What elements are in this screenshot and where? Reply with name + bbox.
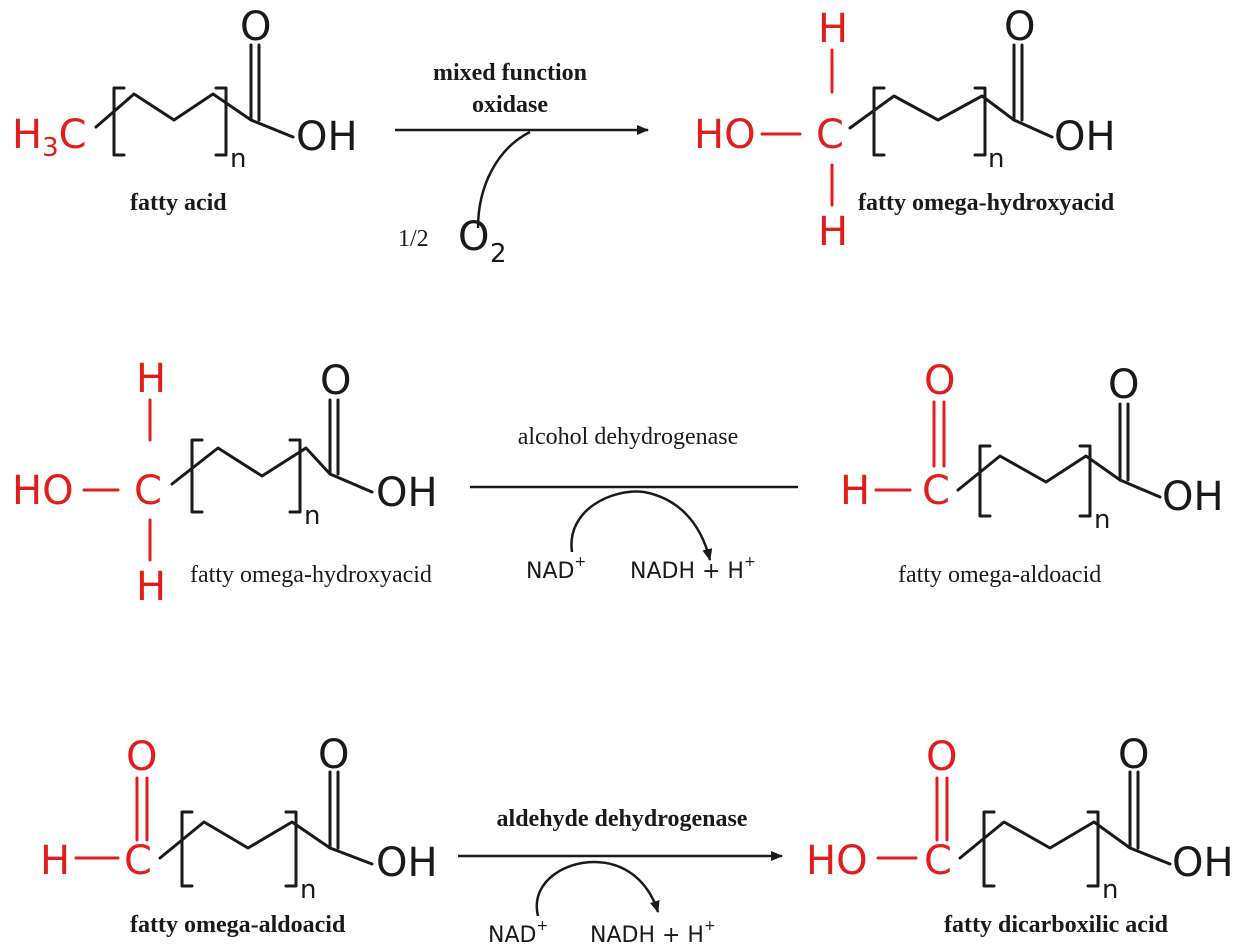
repeat-count: n <box>300 875 316 905</box>
hydroxyl-bond <box>1128 846 1172 866</box>
omega-carbonyl-oxygen: O <box>926 734 957 780</box>
hydroxyl-group: OH <box>1172 840 1234 886</box>
hydroxyl-group: OH <box>376 840 438 886</box>
omega-hydroxyl-group: HO <box>806 838 868 884</box>
enzyme-label: alcohol dehydrogenase <box>518 424 739 450</box>
reaction-2: H HO C H n O OH fatty omega-hydroxyacid … <box>12 356 1224 610</box>
hydroxyl-group: OH <box>296 114 358 160</box>
cofactor-curve <box>570 490 713 561</box>
hydroxyl-group-omega: HO <box>12 468 74 514</box>
carbon-chain-bonds <box>956 402 1122 492</box>
enzyme-label-line2: oxidase <box>472 92 548 118</box>
reaction-1: H3C n O OH fatty acid mixed function oxi… <box>12 4 1116 269</box>
product-label: fatty dicarboxilic acid <box>944 912 1169 938</box>
repeat-bracket-right <box>288 438 302 514</box>
carbonyl-oxygen: O <box>318 732 349 778</box>
carbon-chain-bonds <box>94 43 253 129</box>
hydrogen-bottom: H <box>818 209 848 255</box>
repeat-bracket-right <box>284 810 298 888</box>
repeat-bracket-right <box>1086 810 1100 888</box>
carbon-chain-bonds <box>158 770 332 860</box>
enzyme-label-line1: mixed function <box>433 60 587 86</box>
hydroxyl-group: OH <box>376 470 438 516</box>
hydroxyl-group-omega: HO <box>694 112 756 158</box>
aldehyde-oxygen: O <box>924 358 955 404</box>
repeat-count: n <box>230 144 246 174</box>
aldehyde-carbon: C <box>124 838 152 884</box>
repeat-bracket-right <box>1078 444 1092 518</box>
repeat-bracket-left <box>978 444 992 518</box>
hydrogen-top: H <box>818 6 848 52</box>
carbon-chain-bonds <box>958 770 1132 860</box>
hydroxyl-bond <box>1118 478 1162 499</box>
cofactor-curve <box>535 860 660 917</box>
substrate-label: fatty acid <box>130 190 227 216</box>
carbonyl-oxygen: O <box>320 358 351 404</box>
methyl-group: H3C <box>12 112 87 163</box>
omega-aldoacid-structure: O H C n O OH <box>40 732 438 905</box>
aldehyde-hydrogen: H <box>40 838 70 884</box>
carbonyl-oxygen: O <box>240 4 271 50</box>
hydrogen-top: H <box>136 356 166 402</box>
omega-hydroxyacid-structure: H HO C H n O OH <box>12 356 438 610</box>
cofactor-nad: NAD+ <box>488 918 548 947</box>
hydroxyl-bond <box>249 118 295 139</box>
carbonyl-oxygen: O <box>1108 362 1139 408</box>
omega-carboxyl-carbon: C <box>924 838 952 884</box>
product-label: fatty omega-aldoacid <box>898 562 1101 588</box>
hydrogen-bottom: H <box>136 564 166 610</box>
repeat-count: n <box>1094 505 1110 535</box>
repeat-bracket-left <box>190 438 204 514</box>
hydroxyl-bond <box>328 846 374 866</box>
omega-carbon: C <box>134 468 162 514</box>
cofactor-nadh: NADH + H+ <box>630 554 756 584</box>
carbonyl-oxygen: O <box>1004 4 1035 50</box>
substrate-label: fatty omega-aldoacid <box>130 912 346 938</box>
repeat-bracket-right <box>214 86 228 157</box>
cofactor-nadh: NADH + H+ <box>590 918 716 947</box>
repeat-bracket-right <box>973 86 987 157</box>
hydroxyl-group: OH <box>1054 114 1116 160</box>
dicarboxylic-acid-structure: O HO C n O OH <box>806 732 1234 905</box>
reaction-3: O H C n O OH fatty omega-aldoacid aldehy… <box>40 732 1234 947</box>
repeat-count: n <box>988 144 1004 174</box>
enzyme-label: aldehyde dehydrogenase <box>497 806 748 832</box>
substrate-label: fatty omega-hydroxyacid <box>190 562 432 588</box>
cofactor-curve <box>476 130 531 229</box>
aldehyde-oxygen: O <box>126 734 157 780</box>
product-label: fatty omega-hydroxyacid <box>858 190 1115 216</box>
repeat-count: n <box>304 501 320 531</box>
repeat-bracket-left <box>872 86 886 157</box>
hydroxyl-group: OH <box>1162 474 1224 520</box>
carbon-chain-bonds <box>848 43 1016 130</box>
carbon-chain-bonds <box>170 398 332 486</box>
omega-aldoacid-structure: O H C n O OH <box>840 358 1224 535</box>
aldehyde-hydrogen: H <box>840 468 870 514</box>
omega-hydroxyacid-structure: H HO C H n O OH <box>694 4 1116 255</box>
repeat-bracket-left <box>180 810 194 888</box>
repeat-count: n <box>1102 875 1118 905</box>
omega-carbon: C <box>816 112 844 158</box>
hydroxyl-bond <box>1012 118 1054 139</box>
repeat-bracket-left <box>112 86 126 157</box>
fatty-acid-structure: H3C n O OH <box>12 4 358 174</box>
repeat-bracket-left <box>982 810 996 888</box>
cofactor-nad: NAD+ <box>526 554 586 584</box>
hydroxyl-bond <box>328 472 374 494</box>
carbonyl-oxygen: O <box>1118 732 1149 778</box>
aldehyde-carbon: C <box>922 468 950 514</box>
